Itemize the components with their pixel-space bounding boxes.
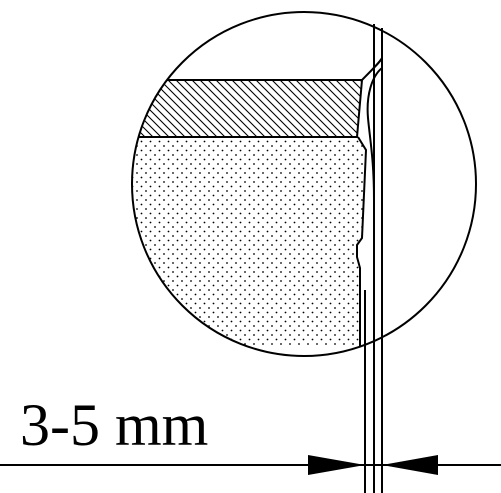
dotted-substrate — [132, 137, 366, 345]
dimension-arrow-right — [382, 455, 438, 475]
dimension-label: 3-5 mm — [20, 392, 208, 458]
dimension-arrow-left — [308, 455, 365, 475]
profile-curve — [361, 57, 383, 350]
hatched-layer — [132, 79, 364, 138]
substrate-edge — [356, 136, 368, 350]
